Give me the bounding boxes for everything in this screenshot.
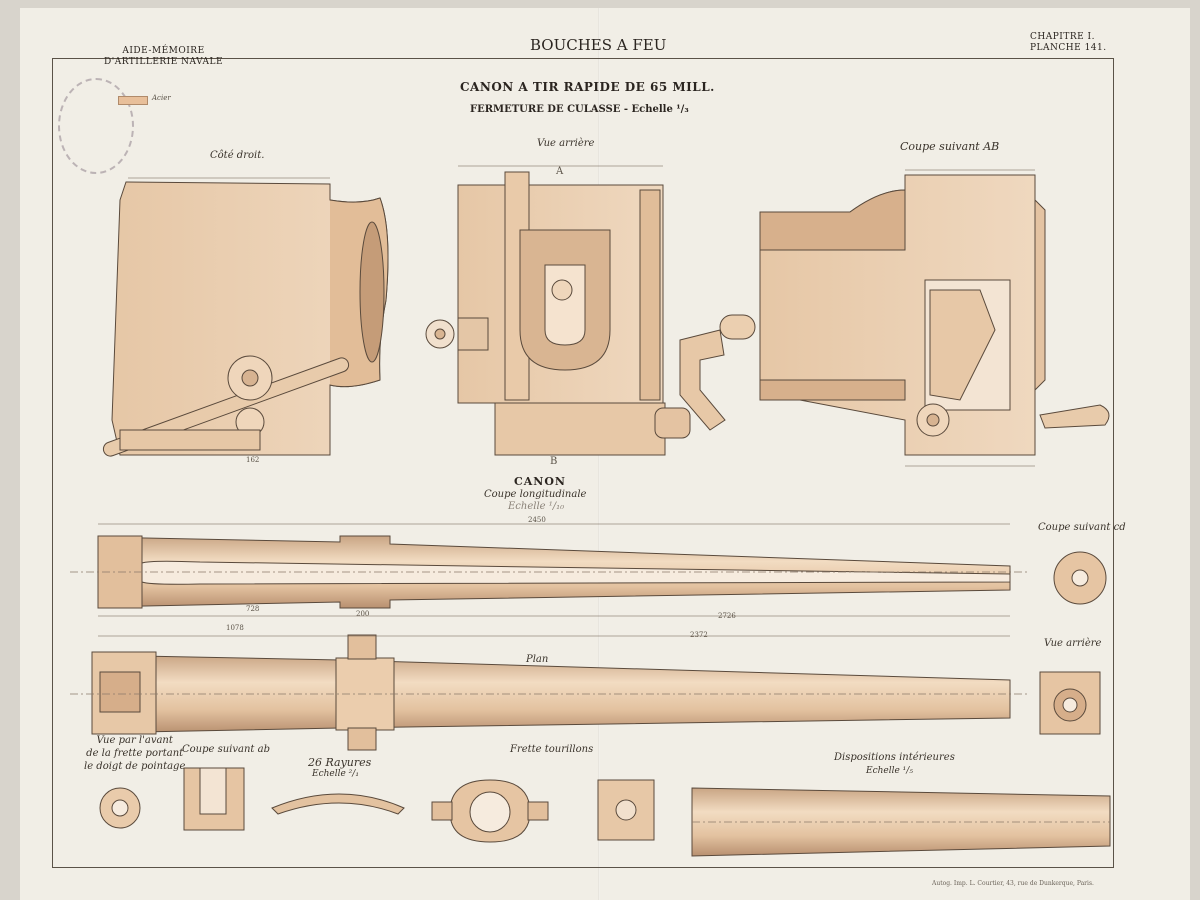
view-coupe-ab: [759, 174, 1110, 456]
dim-label-7: 162: [246, 456, 260, 464]
view-coupe-cd: [1053, 551, 1107, 605]
header-center: BOUCHES A FEU: [530, 36, 667, 54]
legend-swatch: [118, 96, 148, 105]
label-frette: Frette tourillons: [510, 744, 594, 755]
label-vue-avant-2: de la frette portant: [86, 748, 184, 759]
dim-label-4: 1078: [226, 624, 244, 632]
dim-label-1: 2450: [528, 516, 546, 524]
view-frette-tourillons: [431, 779, 655, 843]
label-coupe-ab: Coupe suivant AB: [900, 140, 1000, 153]
label-rayures: 26 Rayures: [308, 756, 372, 769]
label-vue-avant-3: le doigt de pointage: [84, 761, 186, 772]
dim-label-3: 2372: [690, 631, 708, 639]
label-coupe-cd: Coupe suivant cd: [1038, 522, 1126, 533]
header-right: CHAPITRE I. PLANCHE 141.: [1030, 32, 1107, 54]
view-dispositions-interieures: [691, 787, 1111, 857]
view-rayures: [271, 793, 405, 815]
header-right-line2: PLANCHE 141.: [1030, 43, 1107, 53]
view-plan: [70, 634, 1030, 751]
label-vue-avant: Vue par l'avant de la frette portant le …: [84, 734, 185, 773]
footer-imprint: Autog. Imp. L. Courtier, 43, rue de Dunk…: [932, 880, 1094, 887]
main-title: CANON A TIR RAPIDE DE 65 MILL.: [460, 80, 715, 94]
label-dispositions-echelle: Echelle ¹/₅: [866, 766, 913, 776]
label-rayures-echelle: Echelle ²/₁: [312, 769, 359, 779]
view-coupe-longitudinale: [70, 535, 1030, 609]
dimension-lines: [98, 165, 1035, 637]
dim-label-5: 728: [246, 605, 260, 613]
view-vue-arriere-small: [1039, 671, 1101, 735]
label-cote-droit: Côté droit.: [210, 150, 265, 161]
label-echelle-canon: Echelle ¹/₁₀: [508, 501, 565, 512]
view-coupe-ab-small: [183, 767, 245, 831]
label-a: A: [556, 166, 564, 177]
ink-stamp: [58, 78, 134, 174]
label-coupe-ab-small: Coupe suivant ab: [182, 744, 270, 755]
header-left-line1: AIDE-MÉMOIRE: [122, 46, 205, 56]
view-vue-arriere: [425, 171, 756, 456]
view-cote-droit: [102, 181, 389, 457]
canon-title: CANON: [514, 475, 566, 488]
label-coupe-longitudinale: Coupe longitudinale: [484, 489, 587, 500]
label-plan: Plan: [526, 654, 549, 665]
label-b: B: [550, 456, 558, 467]
header-right-line1: CHAPITRE I.: [1030, 32, 1095, 42]
header-left-line2: D'ARTILLERIE NAVALE: [104, 57, 224, 67]
view-vue-avant-frette: [99, 787, 141, 829]
drawing-frame: [52, 58, 1114, 868]
label-vue-avant-1: Vue par l'avant: [96, 735, 173, 746]
label-vue-arriere-bottom: Vue arrière: [1044, 638, 1102, 649]
label-vue-arriere-top: Vue arrière: [537, 138, 595, 149]
legend-label: Acier: [152, 94, 171, 102]
label-dispositions: Dispositions intérieures: [834, 752, 955, 763]
dim-label-6: 200: [356, 610, 370, 618]
header-left: AIDE-MÉMOIRE D'ARTILLERIE NAVALE: [104, 46, 223, 68]
sub-title: FERMETURE DE CULASSE - Echelle ¹/₃: [470, 104, 689, 115]
